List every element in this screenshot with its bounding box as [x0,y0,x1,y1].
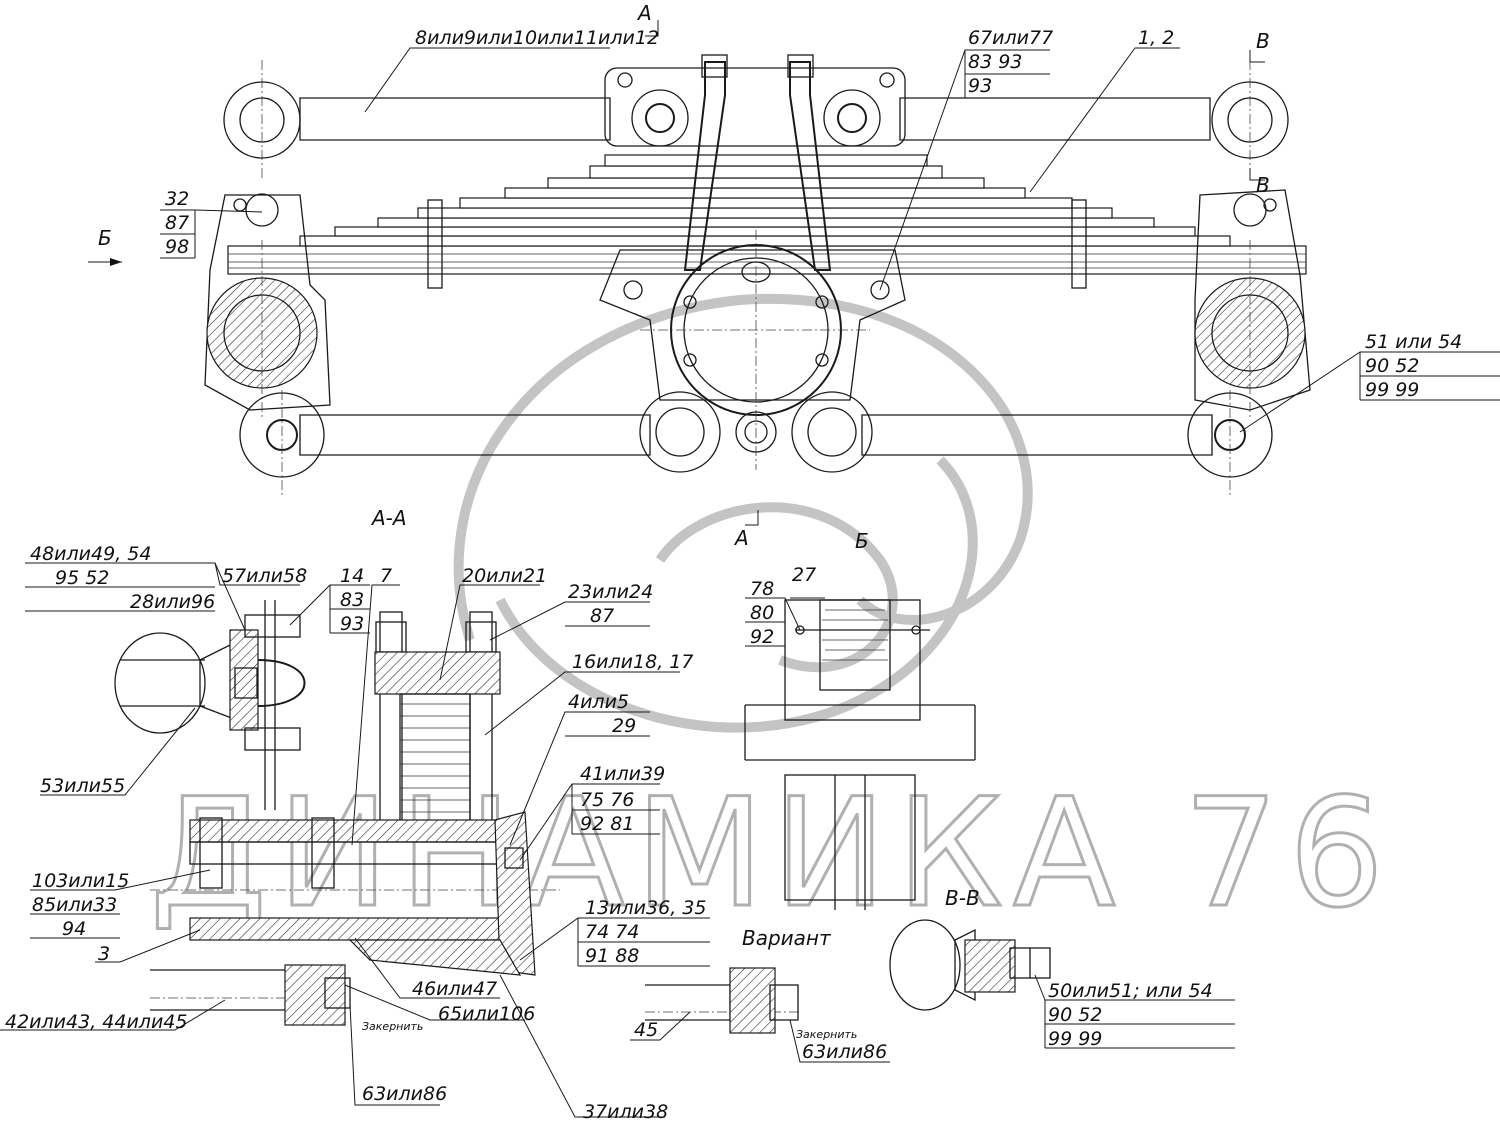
left-bracket [204,193,331,420]
callout-13-line1: 4или5 [568,691,629,713]
callout-6-line2: 95 52 [55,567,109,589]
callout-5-line3: 99 99 [1365,379,1419,401]
callout-8-line1: 14 [340,565,364,587]
callout-9: 7 [380,565,392,587]
callout-4-line1: 32 [165,188,189,210]
callout-2-line2: 83 93 [968,51,1022,73]
right-bracket [1194,189,1311,420]
callout-19: 46или47 [412,978,497,1000]
upper-torque-rods [223,60,1289,180]
section-mark-a-bottom: А [733,526,749,550]
callout-5-line2: 90 52 [1365,355,1419,377]
callout-8-line2: 83 [340,589,364,611]
section-aa-leaders [0,562,710,1118]
leaf-spring-pack [227,154,1307,289]
callout-24-line3: 92 [750,626,774,648]
callout-4-line2: 87 [165,212,189,234]
callout-25: 27 [792,564,816,586]
lower-torque-rods [239,390,1273,495]
view-title-b: Б [855,529,869,553]
view-title-vv: В-В [945,886,980,910]
labels: А А Б В В А-А Б В-В Вариант 8или9или10ил… [5,1,1462,1123]
section-aa [114,600,560,1026]
callout-18-line1: 13или36, 35 [585,897,706,919]
callout-20: 65или106 [438,1003,535,1025]
section-mark-v-top: В [1256,29,1270,53]
callout-7: 57или58 [222,565,307,587]
note-punch-1: Закернить [362,1020,423,1033]
callout-2-line3: 93 [968,75,992,97]
callout-6-line3: 28или96 [130,591,215,613]
callout-14-line2: 75 76 [580,789,634,811]
section-mark-v-mid: В [1256,173,1270,197]
callout-21: 42или43, 44или45 [5,1011,187,1033]
note-punch-2: Закернить [796,1028,857,1041]
main-view [88,20,1500,526]
u-bolts [683,54,832,271]
callout-24-line1: 78 [750,578,774,600]
callout-26: 45 [634,1019,658,1041]
callout-10: 20или21 [462,565,547,587]
axle-housing [599,230,906,470]
callout-5-line1: 51 или 54 [1365,331,1462,353]
callout-24-line2: 80 [750,602,774,624]
view-b [744,597,976,910]
callout-11-line2: 87 [590,605,614,627]
callout-18-line3: 91 88 [585,945,639,967]
callout-28-line1: 50или51; или 54 [1048,980,1213,1002]
callout-16-line2: 85или33 [32,894,117,916]
callout-14-line1: 41или39 [580,763,665,785]
callout-4-line3: 98 [165,236,189,258]
section-mark-b: Б [98,226,112,250]
callout-18-line2: 74 74 [585,921,639,943]
section-mark-a-top: А [636,1,652,25]
variant-view [630,967,890,1063]
callout-1: 8или9или10или11или12 [415,27,659,49]
section-vv [889,919,1235,1049]
callout-28-line2: 90 52 [1048,1004,1102,1026]
callout-6-line1: 48или49, 54 [30,543,151,565]
callout-16-line3: 94 [62,918,86,940]
callout-15: 53или55 [40,775,125,797]
callout-27: 63или86 [802,1041,887,1063]
main-view-leaders [160,47,1500,433]
callout-12: 16или18, 17 [572,651,693,673]
callout-11-line1: 23или24 [568,581,653,603]
callout-13-line2: 29 [612,715,636,737]
callout-23: 37или38 [583,1101,668,1123]
callout-3: 1, 2 [1138,27,1174,49]
callout-16-line1: 103или15 [32,870,129,892]
view-title-aa: А-А [370,506,407,530]
callout-14-line3: 92 81 [580,813,634,835]
section-markers [88,20,1265,526]
callout-17: 3 [98,943,110,965]
callout-28-line3: 99 99 [1048,1028,1102,1050]
callout-8-line3: 93 [340,613,364,635]
callout-2-line1: 67или77 [968,27,1053,49]
watermark-text: ДИНАМИКА 76 [150,767,1394,941]
view-title-variant: Вариант [742,926,832,950]
callout-22: 63или86 [362,1083,447,1105]
watermark: ДИНАМИКА 76 [149,293,1394,943]
